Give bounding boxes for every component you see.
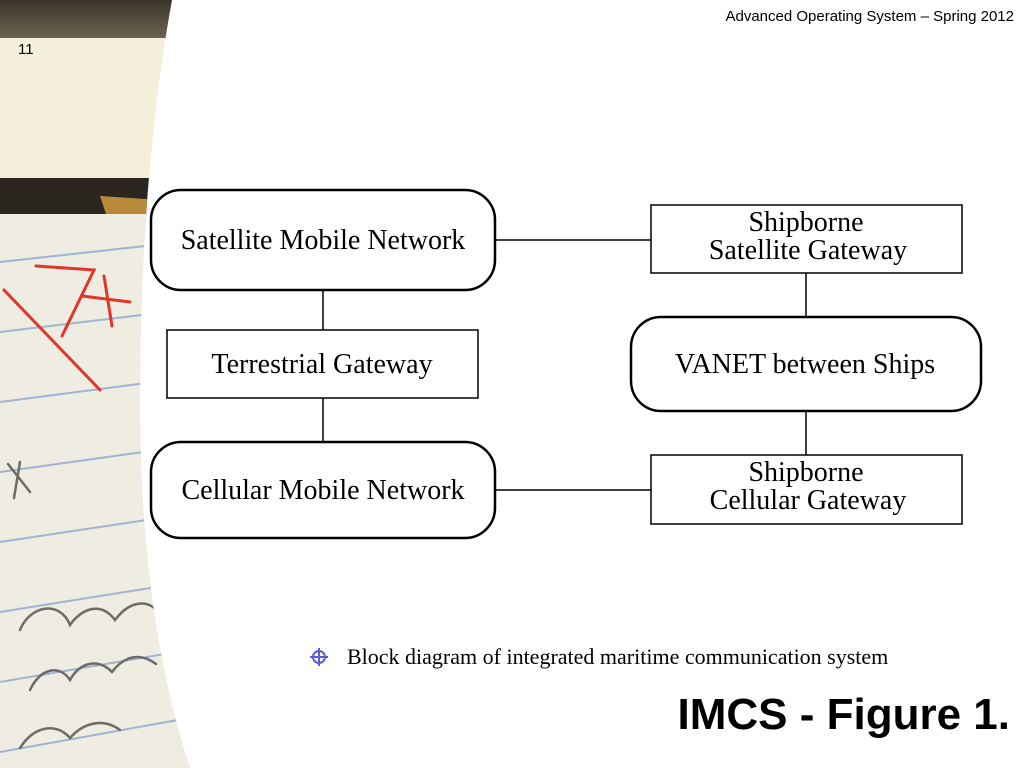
node-shipborne-satellite-gateway: Shipborne Satellite Gateway bbox=[650, 204, 963, 274]
diagram-connectors bbox=[322, 239, 807, 491]
caption-text: Block diagram of integrated maritime com… bbox=[347, 644, 889, 669]
caption-bullet-item: Block diagram of integrated maritime com… bbox=[308, 644, 888, 670]
node-terrestrial-gateway: Terrestrial Gateway bbox=[166, 329, 479, 399]
node-shipborne-cellular-gateway-box bbox=[650, 454, 963, 525]
node-satellite-mobile-network-label: Satellite Mobile Network bbox=[181, 225, 466, 256]
slide-title: IMCS - Figure 1. bbox=[677, 690, 1010, 739]
node-cellular-mobile-network-box bbox=[149, 440, 497, 540]
node-cellular-mobile-network-label: Cellular Mobile Network bbox=[181, 475, 464, 506]
node-vanet-between-ships: VANET between Ships bbox=[629, 315, 983, 413]
crosshair-bullet-icon bbox=[310, 648, 328, 666]
node-terrestrial-gateway-label: Terrestrial Gateway bbox=[211, 349, 432, 380]
course-header: Advanced Operating System – Spring 2012 bbox=[725, 8, 1014, 25]
node-cellular-mobile-network: Cellular Mobile Network bbox=[149, 440, 497, 540]
node-shipborne-cellular-gateway-label-line2: Cellular Gateway bbox=[710, 485, 907, 516]
node-shipborne-satellite-gateway-label-line1: Shipborne bbox=[748, 207, 863, 238]
node-shipborne-cellular-gateway: Shipborne Cellular Gateway bbox=[650, 454, 963, 525]
node-shipborne-satellite-gateway-box bbox=[650, 204, 963, 274]
node-satellite-mobile-network-box bbox=[149, 188, 497, 292]
node-vanet-between-ships-label: VANET between Ships bbox=[675, 349, 935, 380]
node-terrestrial-gateway-box bbox=[166, 329, 479, 399]
node-shipborne-cellular-gateway-label-line1: Shipborne bbox=[748, 457, 863, 488]
node-satellite-mobile-network: Satellite Mobile Network bbox=[149, 188, 497, 292]
node-vanet-between-ships-box bbox=[629, 315, 983, 413]
node-shipborne-satellite-gateway-label-line2: Satellite Gateway bbox=[709, 235, 907, 266]
slide-number: 11 bbox=[18, 41, 34, 58]
